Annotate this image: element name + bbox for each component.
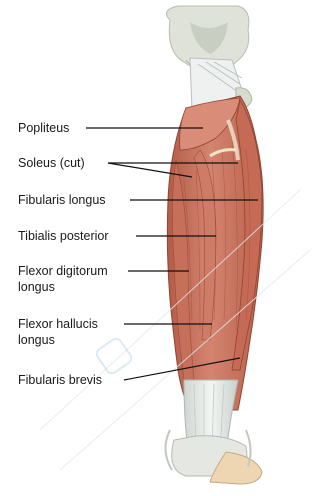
label-flexor-digitorum-longus: Flexor digitorum longus <box>18 263 108 295</box>
label-flexor-hallucis-longus: Flexor hallucis longus <box>18 316 98 348</box>
label-fibularis-brevis: Fibularis brevis <box>18 372 102 388</box>
label-tibialis-posterior: Tibialis posterior <box>18 228 109 244</box>
label-popliteus: Popliteus <box>18 120 69 136</box>
label-fibularis-longus: Fibularis longus <box>18 192 106 208</box>
watermark-logo <box>95 337 134 376</box>
label-soleus: Soleus (cut) <box>18 155 85 171</box>
ankle-heel <box>165 430 262 484</box>
